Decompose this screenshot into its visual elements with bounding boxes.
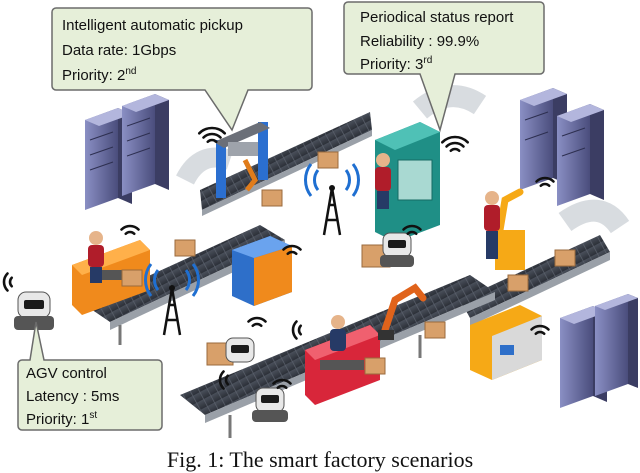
box-icon	[121, 151, 576, 375]
robotic-arm-icon	[378, 283, 427, 340]
worker-icon	[88, 231, 104, 283]
wifi-signal-icon	[2, 272, 14, 292]
status-priority: Priority: 3rd	[360, 55, 432, 73]
agv-latency: Latency : 5ms	[26, 388, 119, 405]
pickup-gantry-machine	[214, 122, 270, 198]
antenna-tower-icon	[144, 263, 200, 336]
worker-icon	[484, 191, 500, 259]
smart-factory-diagram: Intelligent automatic pickup Data rate: …	[2, 1, 638, 438]
antenna-tower-icon	[304, 163, 360, 236]
worker-icon	[330, 315, 346, 351]
agv-priority: Priority: 1st	[26, 410, 97, 428]
server-rack-icon	[560, 294, 638, 408]
wifi-signal-icon	[291, 320, 303, 340]
robot-icon	[14, 291, 54, 330]
status-reliability: Reliability : 99.9%	[360, 33, 479, 50]
robot-icon	[252, 387, 288, 422]
wifi-signal-icon	[282, 244, 302, 256]
pickup-data-rate: Data rate: 1Gbps	[62, 42, 176, 59]
worker-icon	[375, 153, 391, 209]
server-rack-icon	[85, 94, 169, 210]
wifi-signal-icon	[440, 135, 470, 153]
callout-status: Periodical status report Reliability : 9…	[343, 1, 545, 133]
robot-icon	[225, 337, 255, 363]
wifi-signal-icon	[197, 126, 227, 144]
wifi-signal-icon	[218, 370, 230, 390]
processing-machine-mid	[232, 236, 292, 306]
agv-title: AGV control	[26, 365, 107, 382]
wifi-signal-icon	[402, 224, 422, 236]
processing-machine-right	[470, 305, 542, 380]
pickup-priority: Priority: 2nd	[62, 66, 136, 84]
control-cabinet-machine	[375, 122, 440, 242]
wifi-signal-icon	[535, 176, 555, 188]
callout-agv: AGV control Latency : 5ms Priority: 1st	[17, 321, 163, 431]
robotic-arm-icon	[495, 188, 525, 270]
wifi-signal-icon	[120, 224, 140, 236]
pickup-title: Intelligent automatic pickup	[62, 17, 243, 34]
robot-icon	[380, 232, 414, 267]
wifi-signal-icon	[530, 324, 550, 336]
server-rack-icon	[520, 88, 604, 206]
wifi-signal-icon	[247, 316, 267, 328]
figure-caption: Fig. 1: The smart factory scenarios	[166, 447, 474, 472]
status-title: Periodical status report	[360, 9, 514, 26]
wifi-signal-icon	[272, 378, 292, 390]
callout-pickup: Intelligent automatic pickup Data rate: …	[51, 7, 313, 132]
